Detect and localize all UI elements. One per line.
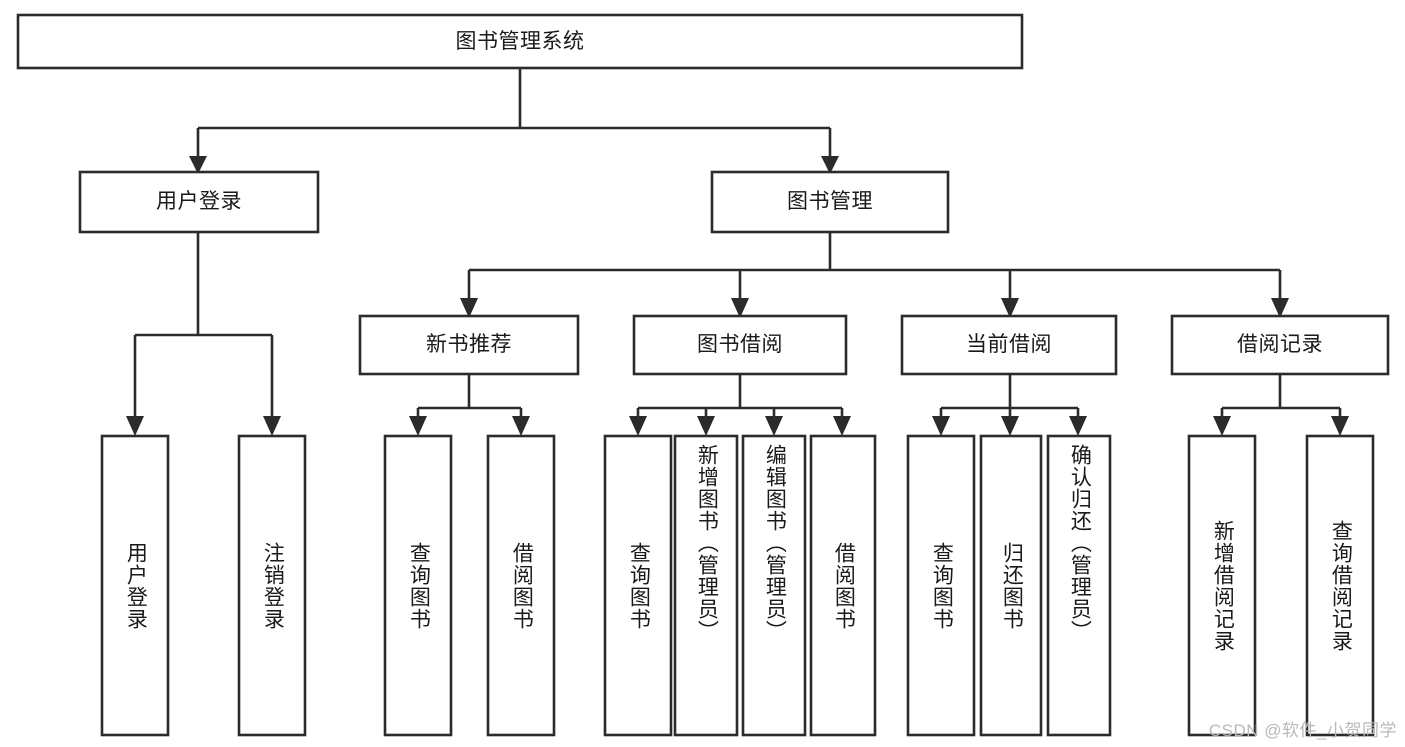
arrow-head-leaf-cb-3 — [1069, 416, 1087, 436]
node-box-book-mgmt[interactable] — [710, 170, 950, 234]
arrow-head-borrow-record — [1271, 298, 1289, 318]
arrow-head-leaf-br-2 — [1331, 416, 1349, 436]
arrow-head-leaf-nbr-2 — [512, 416, 530, 436]
node-box-leaf-nbr-2[interactable] — [486, 434, 556, 737]
node-box-leaf-br-2[interactable] — [1305, 434, 1375, 737]
arrow-head-leaf-cb-1 — [932, 416, 950, 436]
node-box-leaf-cb-1[interactable] — [906, 434, 976, 737]
connector-group-book-borrow — [629, 374, 851, 436]
node-box-leaf-bb-1[interactable] — [603, 434, 673, 737]
node-box-leaf-nbr-1[interactable] — [383, 434, 453, 737]
node-box-leaf-user-login-2[interactable] — [237, 434, 307, 737]
node-box-root[interactable] — [16, 13, 1024, 70]
arrow-head-leaf-bb-2 — [697, 416, 715, 436]
connector-group-current-borrow — [932, 374, 1087, 436]
arrow-head-leaf-br-1 — [1213, 416, 1231, 436]
connector-group-book-mgmt — [460, 232, 1289, 318]
arrow-head-book-borrow — [731, 298, 749, 318]
node-box-leaf-br-1[interactable] — [1187, 434, 1257, 737]
connector-group-user-login — [126, 232, 281, 436]
node-box-current-borrow[interactable] — [900, 314, 1118, 376]
node-box-leaf-bb-4[interactable] — [809, 434, 877, 737]
arrow-head-leaf-bb-4 — [833, 416, 851, 436]
node-box-leaf-cb-2[interactable] — [979, 434, 1043, 737]
node-box-user-login[interactable] — [78, 170, 320, 234]
node-box-leaf-bb-3[interactable] — [741, 434, 807, 737]
node-box-leaf-user-login-1[interactable] — [100, 434, 170, 737]
connector-group-borrow-record — [1213, 374, 1349, 436]
connector-group-new-book-recommend — [409, 374, 530, 436]
arrow-head-current-borrow — [1001, 298, 1019, 318]
arrow-head-leaf-cb-2 — [1001, 416, 1019, 436]
node-box-leaf-cb-3[interactable] — [1046, 434, 1112, 737]
node-box-new-book-recommend[interactable] — [358, 314, 580, 376]
node-box-borrow-record[interactable] — [1170, 314, 1390, 376]
arrow-head-leaf-bb-1 — [629, 416, 647, 436]
arrow-head-book-mgmt — [821, 156, 839, 174]
arrow-head-leaf-user-login-2 — [263, 416, 281, 436]
arrow-head-new-book-recommend — [460, 298, 478, 318]
node-box-book-borrow[interactable] — [632, 314, 848, 376]
arrow-head-leaf-bb-3 — [765, 416, 783, 436]
arrow-head-leaf-nbr-1 — [409, 416, 427, 436]
watermark-text: CSDN @软件_小贺同学 — [1208, 721, 1397, 740]
connector-group-root — [189, 68, 839, 174]
arrow-head-leaf-user-login-1 — [126, 416, 144, 436]
node-box-leaf-bb-2[interactable] — [673, 434, 739, 737]
arrow-head-user-login — [189, 156, 207, 174]
